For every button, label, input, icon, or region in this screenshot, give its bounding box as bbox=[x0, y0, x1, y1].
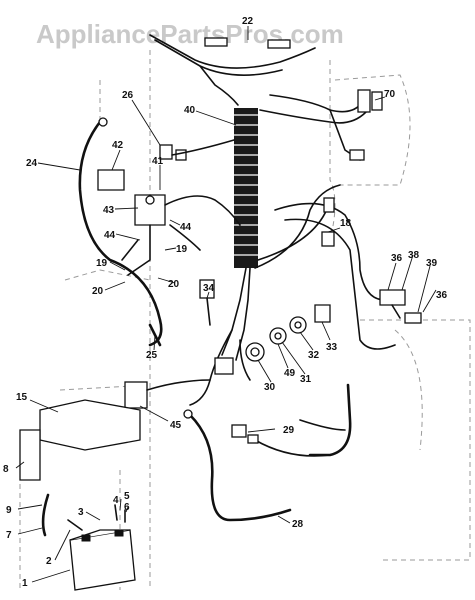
callout-20-right: 20 bbox=[168, 279, 180, 290]
callout-44-right: 44 bbox=[180, 222, 192, 233]
callout-5: 5 bbox=[124, 491, 130, 502]
callout-39: 39 bbox=[426, 258, 438, 269]
callout-42: 42 bbox=[112, 140, 124, 151]
callout-30: 30 bbox=[264, 382, 276, 393]
callout-28: 28 bbox=[292, 519, 304, 530]
callout-7: 7 bbox=[6, 530, 12, 541]
callout-41: 41 bbox=[152, 156, 164, 167]
callout-49: 49 bbox=[284, 368, 296, 379]
battery-assembly bbox=[19, 399, 141, 591]
callout-45: 45 bbox=[170, 420, 182, 431]
callout-2: 2 bbox=[46, 556, 52, 567]
callout-29: 29 bbox=[283, 425, 295, 436]
upper-harness bbox=[149, 34, 383, 161]
callout-38: 38 bbox=[408, 250, 420, 261]
callout-34: 34 bbox=[203, 283, 215, 294]
callout-31: 31 bbox=[300, 374, 312, 385]
callout-24: 24 bbox=[26, 158, 38, 169]
callout-3: 3 bbox=[78, 507, 84, 518]
callout-18: 18 bbox=[340, 218, 352, 229]
callout-70: 70 bbox=[384, 89, 396, 100]
callout-43: 43 bbox=[103, 205, 115, 216]
callout-25: 25 bbox=[146, 350, 158, 361]
callout-44-left: 44 bbox=[104, 230, 116, 241]
callout-8: 8 bbox=[3, 464, 9, 475]
callout-33: 33 bbox=[326, 342, 338, 353]
callout-1: 1 bbox=[22, 578, 28, 589]
callout-26: 26 bbox=[122, 90, 134, 101]
watermark-text: AppliancePartsPros.com bbox=[36, 19, 344, 49]
callout-40: 40 bbox=[184, 105, 196, 116]
callout-22: 22 bbox=[242, 16, 254, 27]
callout-32: 32 bbox=[308, 350, 320, 361]
callout-36-top: 36 bbox=[391, 253, 403, 264]
callout-4: 4 bbox=[113, 495, 119, 506]
callout-labels: 22 70 26 40 42 24 41 43 44 18 44 19 19 2… bbox=[3, 16, 448, 589]
callout-6-top: 6 bbox=[124, 502, 130, 513]
callout-19-left: 19 bbox=[96, 258, 108, 269]
callout-36-bottom: 36 bbox=[436, 290, 448, 301]
left-harness bbox=[78, 117, 292, 522]
coil-harness bbox=[221, 108, 341, 361]
right-harness bbox=[274, 197, 422, 350]
callout-9: 9 bbox=[6, 505, 12, 516]
callout-20-left: 20 bbox=[92, 286, 104, 297]
callout-19-right: 19 bbox=[176, 244, 188, 255]
center-harness bbox=[189, 304, 352, 457]
leader-lines bbox=[15, 26, 437, 583]
callout-15: 15 bbox=[16, 392, 28, 403]
